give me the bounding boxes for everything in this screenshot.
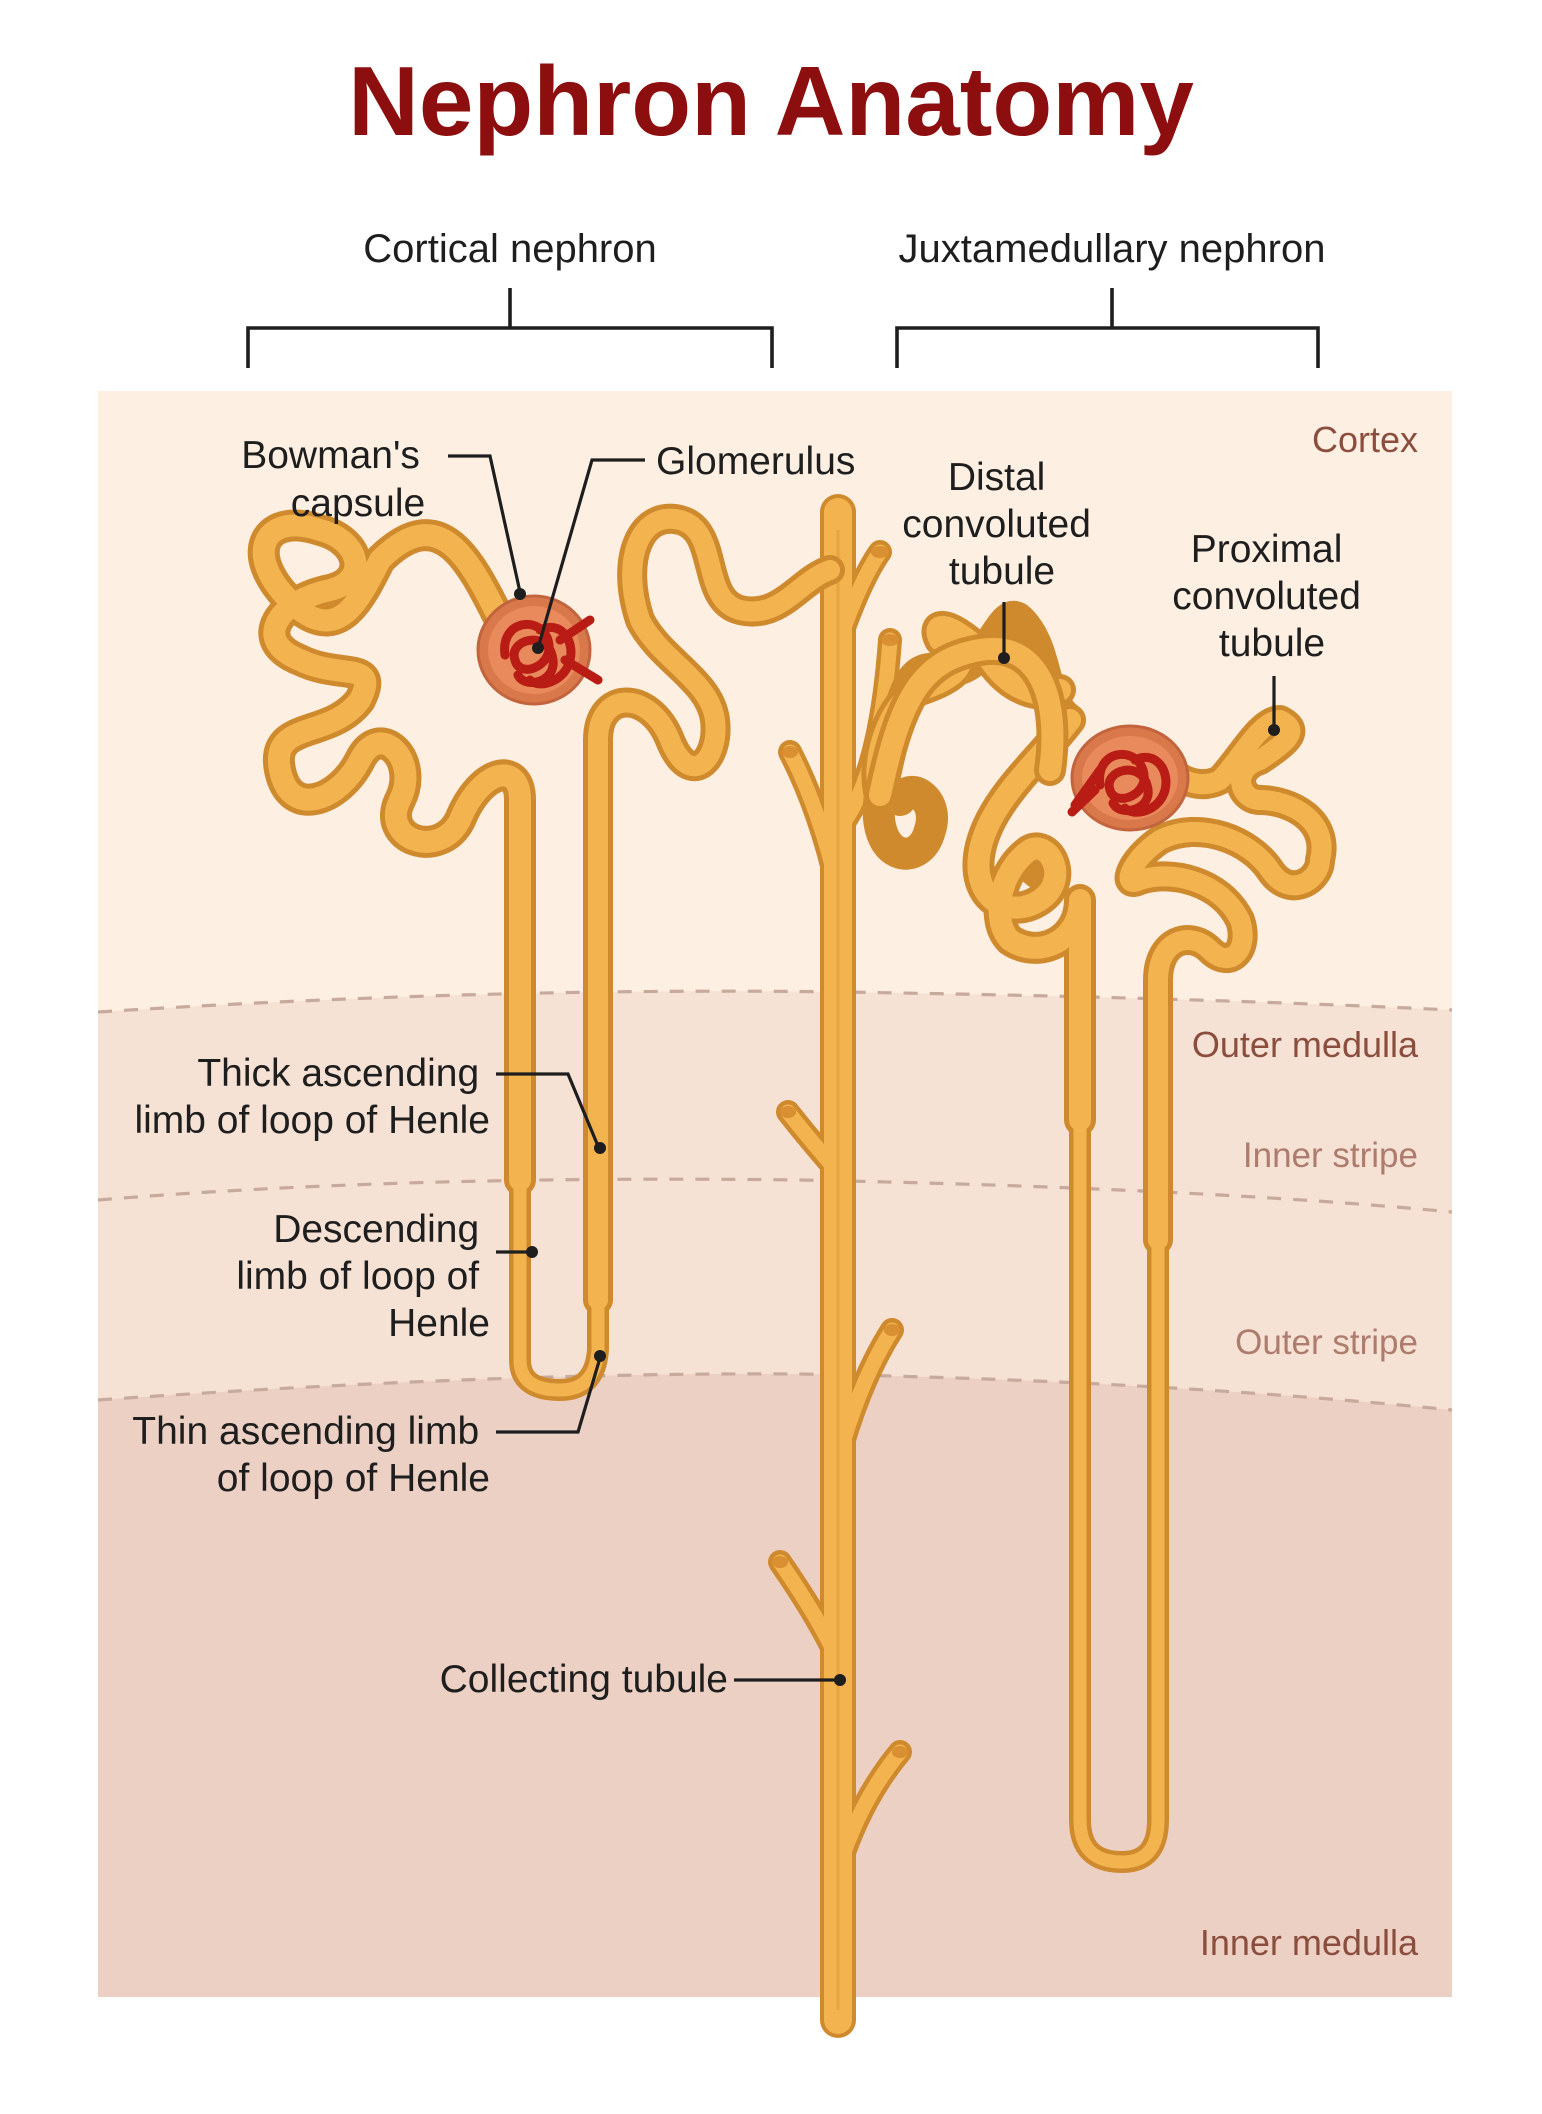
thick-ascending-limb-label: Thick ascending limb of loop of Henle [134, 1052, 490, 1142]
outer-inner-medulla-boundary [97, 1372, 1453, 1412]
thin-ascending-limb-leader [496, 1357, 602, 1434]
inner-outer-stripe-boundary [97, 1177, 1453, 1214]
collecting-tubule-structure [768, 494, 912, 2038]
juxtamedullary-nephron [861, 601, 1337, 1873]
descending-limb-label: Descending limb of loop of Henle [236, 1208, 490, 1345]
page-title: Nephron Anatomy [348, 46, 1194, 156]
thick-ascending-limb-dot [594, 1142, 606, 1154]
juxtamedullary-nephron-heading: Juxtamedullary nephron [899, 227, 1326, 271]
collecting-tubule-label: Collecting tubule [440, 1658, 728, 1701]
collecting-tubule-dot [834, 1674, 846, 1686]
cortical-nephron [247, 503, 845, 1401]
descending-limb-dot [526, 1246, 538, 1258]
cortex-medulla-boundary [97, 989, 1453, 1014]
thin-ascending-limb-label: Thin ascending limb of loop of Henle [132, 1410, 490, 1500]
thin-ascending-limb-dot [594, 1350, 606, 1362]
cortex-label: Cortex [1312, 419, 1418, 460]
proximal-tubule-dot [1268, 724, 1280, 736]
cortical-nephron-heading: Cortical nephron [363, 227, 657, 271]
inner-stripe-label: Inner stripe [1243, 1136, 1418, 1175]
outer-medulla-label: Outer medulla [1192, 1024, 1419, 1065]
glomerulus-label: Glomerulus [656, 440, 855, 483]
proximal-convoluted-tubule-label: Proximal convoluted tubule [1172, 528, 1371, 665]
distal-convoluted-tubule-label: Distal convoluted tubule [902, 456, 1101, 593]
cortical-bracket [246, 288, 774, 368]
bowmans-capsule-dot [514, 588, 526, 600]
distal-tubule-dot [998, 652, 1010, 664]
outer-stripe-label: Outer stripe [1235, 1323, 1418, 1362]
glomerulus-dot [532, 642, 544, 654]
inner-medulla-region [98, 1373, 1452, 1997]
inner-medulla-label: Inner medulla [1200, 1922, 1419, 1963]
glomerulus-leader [536, 458, 645, 649]
bowmans-capsule-label: Bowman's capsule [241, 434, 431, 525]
bowmans-capsule-leader [448, 454, 522, 593]
juxtamedullary-bracket [895, 288, 1320, 368]
thick-ascending-limb-leader [496, 1072, 600, 1147]
